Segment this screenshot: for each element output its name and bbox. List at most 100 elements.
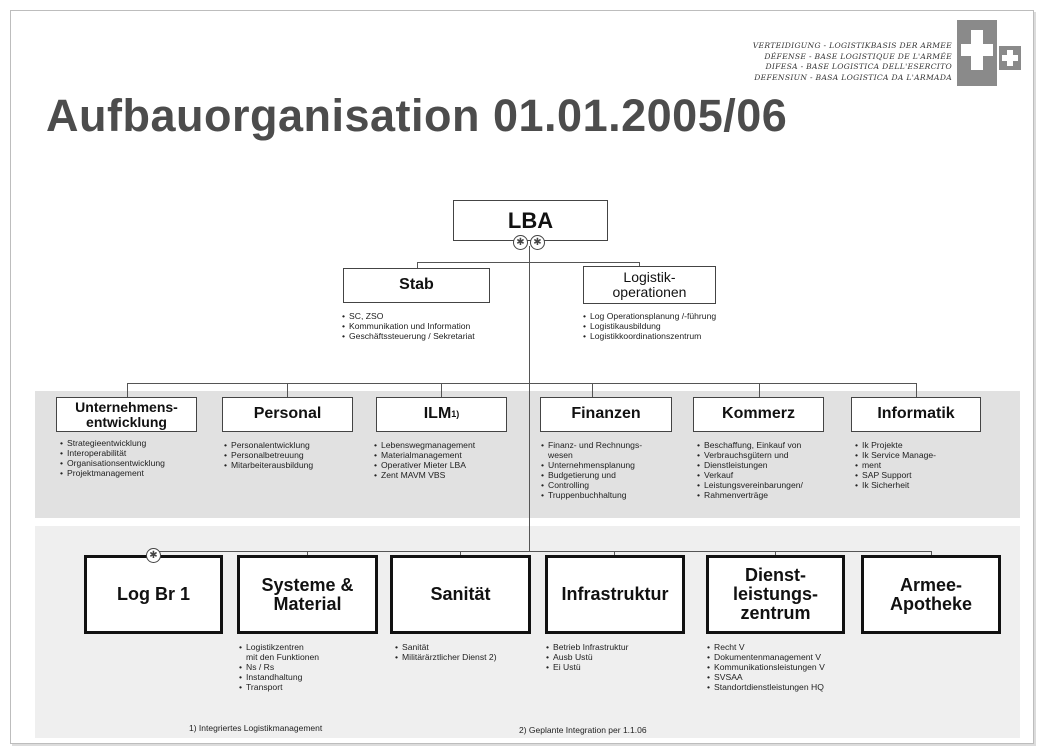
footnote-2: 2) Geplante Integration per 1.1.06 — [519, 725, 647, 735]
node-label-line1: Sanität — [430, 584, 491, 605]
list-item: Kommunikation und Information — [342, 321, 475, 331]
staff-drop-line — [417, 262, 418, 268]
node-label-line2: leistungs- — [732, 584, 818, 605]
node-logops-label-1: Logistik- — [623, 269, 676, 286]
finanzen-list: Finanz- und Rechnungs- wesen Unternehmen… — [541, 440, 642, 500]
list-item: Operativer Mieter LBA — [374, 460, 475, 470]
bottom-drop-2 — [307, 551, 308, 555]
node-label-line1: Armee- — [899, 574, 963, 595]
middle-drop-2 — [287, 383, 288, 397]
systeme-material-list: Logistikzentren mit den Funktionen Ns / … — [239, 642, 319, 692]
unternehmensentwicklung-list: Strategieentwicklung Interoperabilität O… — [60, 438, 165, 478]
list-item: Ik Service Manage- — [855, 450, 936, 460]
staff-bar-line — [417, 262, 639, 263]
footnote-marker: 1) — [451, 408, 460, 419]
list-item: Strategieentwicklung — [60, 438, 165, 448]
list-item: Militärärztlicher Dienst 2) — [395, 652, 497, 662]
node-dienstleistungszentrum: Dienst- leistungs- zentrum — [706, 555, 845, 634]
list-item: Organisationsentwicklung — [60, 458, 165, 468]
node-personal: Personal — [222, 397, 353, 432]
list-item: ment — [855, 460, 936, 470]
middle-drop-3 — [441, 383, 442, 397]
trunk-line — [529, 246, 530, 551]
bottom-drop-5 — [775, 551, 776, 555]
list-item: Verkauf — [697, 470, 803, 480]
list-item: Sanität — [395, 642, 497, 652]
list-item: Finanz- und Rechnungs- — [541, 440, 642, 450]
middle-drop-1 — [127, 383, 128, 397]
list-item: Ns / Rs — [239, 662, 319, 672]
list-item: Logistikzentren — [239, 642, 319, 652]
list-item: wesen — [548, 450, 573, 460]
node-logops-label-2: operationen — [612, 284, 687, 300]
node-informatik: Informatik — [851, 397, 981, 432]
list-item: SC, ZSO — [342, 311, 475, 321]
ilm-list: Lebenswegmanagement Materialmanagement O… — [374, 440, 475, 480]
node-systeme-material: Systeme & Material — [237, 555, 378, 634]
node-logistikoperationen: Logistik- operationen — [583, 266, 716, 304]
list-item: Dienstleistungen — [697, 460, 803, 470]
list-item: Instandhaltung — [239, 672, 319, 682]
list-item: Materialmanagement — [374, 450, 475, 460]
kommerz-list: Beschaffung, Einkauf von Verbrauchsgüter… — [697, 440, 803, 500]
list-item: Transport — [239, 682, 319, 692]
bottom-bar-line — [152, 551, 931, 552]
node-label-line2: Apotheke — [889, 593, 972, 614]
node-lba: LBA — [453, 200, 608, 241]
middle-bar-line — [127, 383, 916, 384]
footnote-1: 1) Integriertes Logistikmanagement — [189, 723, 323, 733]
node-infrastruktur: Infrastruktur — [545, 555, 685, 634]
node-label-line2: entwicklung — [86, 413, 167, 430]
list-item: Personalentwicklung — [224, 440, 313, 450]
list-item: Logistikkoordinationszentrum — [583, 331, 716, 341]
node-sanitaet: Sanität — [390, 555, 531, 634]
bottom-drop-6 — [931, 551, 932, 555]
node-label-line1: Finanzen — [571, 405, 641, 423]
list-item: Projektmanagement — [60, 468, 165, 478]
list-item: Budgetierung und — [541, 470, 642, 480]
logo-line-2: DÉFENSE - BASE LOGISTIQUE DE L'ARMÉE — [764, 51, 952, 61]
node-label-line2: Material — [273, 593, 342, 614]
node-kommerz: Kommerz — [693, 397, 824, 432]
list-item: Leistungsvereinbarungen/ — [697, 480, 803, 490]
stab-list: SC, ZSO Kommunikation und Information Ge… — [342, 311, 475, 341]
node-unternehmensentwicklung: Unternehmens- entwicklung — [56, 397, 197, 432]
list-item: Interoperabilität — [60, 448, 165, 458]
star-icon: ✱ — [513, 235, 528, 250]
list-item: Controlling — [541, 480, 642, 490]
list-item: Betrieb Infrastruktur — [546, 642, 628, 652]
logo-text: VERTEIDIGUNG - LOGISTIKBASIS DER ARMEE D… — [722, 41, 952, 83]
list-item: mit den Funktionen — [246, 652, 320, 662]
logo-line-4: DEFENSIUN - BASA LOGISTICA DA L'ARMADA — [754, 72, 952, 82]
middle-drop-4 — [592, 383, 593, 397]
slide-frame — [10, 10, 1034, 744]
node-stab-label: Stab — [399, 276, 434, 294]
node-label-line1: Log Br 1 — [116, 584, 190, 605]
node-label-line3: zentrum — [740, 602, 811, 623]
node-log-br-1: Log Br 1 — [84, 555, 223, 634]
logops-drop-line — [639, 262, 640, 266]
list-item: Logistikausbildung — [583, 321, 716, 331]
list-item: Ik Sicherheit — [855, 480, 936, 490]
node-armee-apotheke: Armee- Apotheke — [861, 555, 1001, 634]
personal-list: Personalentwicklung Personalbetreuung Mi… — [224, 440, 313, 470]
node-label-line1: Infrastruktur — [561, 584, 669, 605]
node-stab: Stab — [343, 268, 490, 303]
list-item: Recht V — [707, 642, 825, 652]
list-item: Verbrauchsgütern und — [697, 450, 803, 460]
dienstleistungszentrum-list: Recht V Dokumentenmanagement V Kommunika… — [707, 642, 825, 692]
node-label-line1: Unternehmens- — [75, 398, 178, 415]
logo-line-1: VERTEIDIGUNG - LOGISTIKBASIS DER ARMEE — [752, 41, 952, 50]
list-item: Kommunikationsleistungen V — [707, 662, 825, 672]
list-item: Standortdienstleistungen HQ — [707, 682, 825, 692]
list-item: Unternehmensplanung — [541, 460, 642, 470]
list-item: Beschaffung, Einkauf von — [697, 440, 803, 450]
list-item: Lebenswegmanagement — [374, 440, 475, 450]
bottom-drop-4 — [614, 551, 615, 555]
node-label-line1: Kommerz — [722, 405, 795, 423]
star-icon: ✱ — [530, 235, 545, 250]
informatik-list: Ik Projekte Ik Service Manage- ment SAP … — [855, 440, 936, 490]
logo-line-3: DIFESA - BASE LOGISTICA DELL'ESERCITO — [765, 62, 952, 71]
